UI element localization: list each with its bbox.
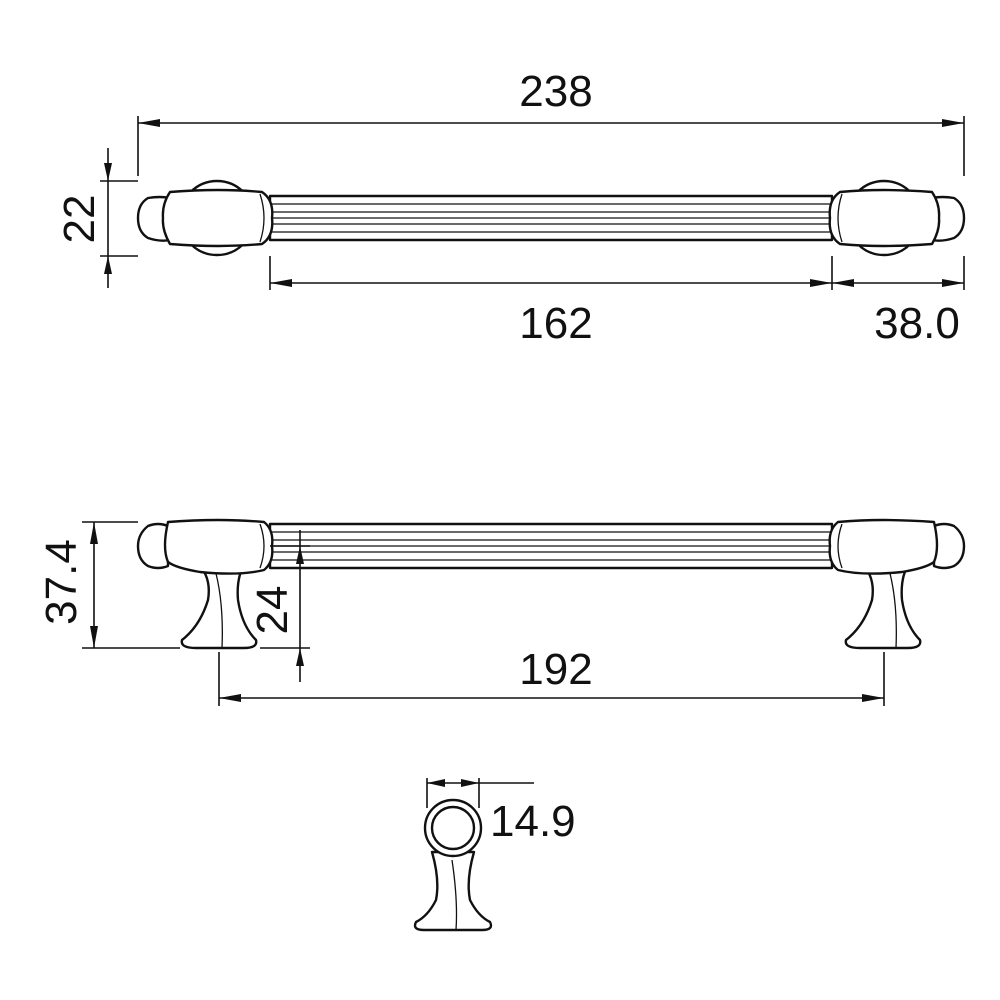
end-post — [413, 850, 493, 932]
label-bar-diameter: 14.9 — [490, 797, 576, 846]
label-end-cap: 38.0 — [874, 299, 960, 348]
dim-top-height: 22 — [55, 148, 138, 288]
left-post — [180, 560, 258, 650]
top-bar — [268, 194, 834, 242]
right-end-cap — [828, 188, 966, 248]
end-ring-inner — [430, 805, 476, 851]
dim-end-cap: 38.0 — [832, 256, 965, 348]
side-bar — [268, 522, 834, 570]
label-bar-offset: 24 — [248, 586, 297, 635]
label-total-height: 37.4 — [37, 539, 86, 625]
top-view: 238 22 162 38.0 — [55, 67, 966, 348]
label-top-height: 22 — [55, 195, 104, 244]
dim-total-height: 37.4 — [37, 521, 180, 649]
side-view: 37.4 24 192 — [37, 518, 966, 706]
dim-bar-diameter: 14.9 — [426, 778, 576, 846]
dim-bar-offset: 24 — [248, 530, 310, 682]
end-view: 14.9 — [413, 778, 576, 932]
right-end-cap-side — [828, 518, 966, 575]
label-hole-spacing: 192 — [519, 645, 592, 694]
right-post — [844, 560, 922, 650]
label-overall-length: 238 — [519, 67, 592, 116]
label-bar-length: 162 — [519, 299, 592, 348]
left-end-cap-side — [136, 518, 274, 575]
dim-hole-spacing: 192 — [218, 645, 885, 706]
left-end-cap — [136, 188, 274, 248]
dim-overall-length: 238 — [137, 67, 965, 176]
dim-bar-length: 162 — [269, 256, 833, 348]
